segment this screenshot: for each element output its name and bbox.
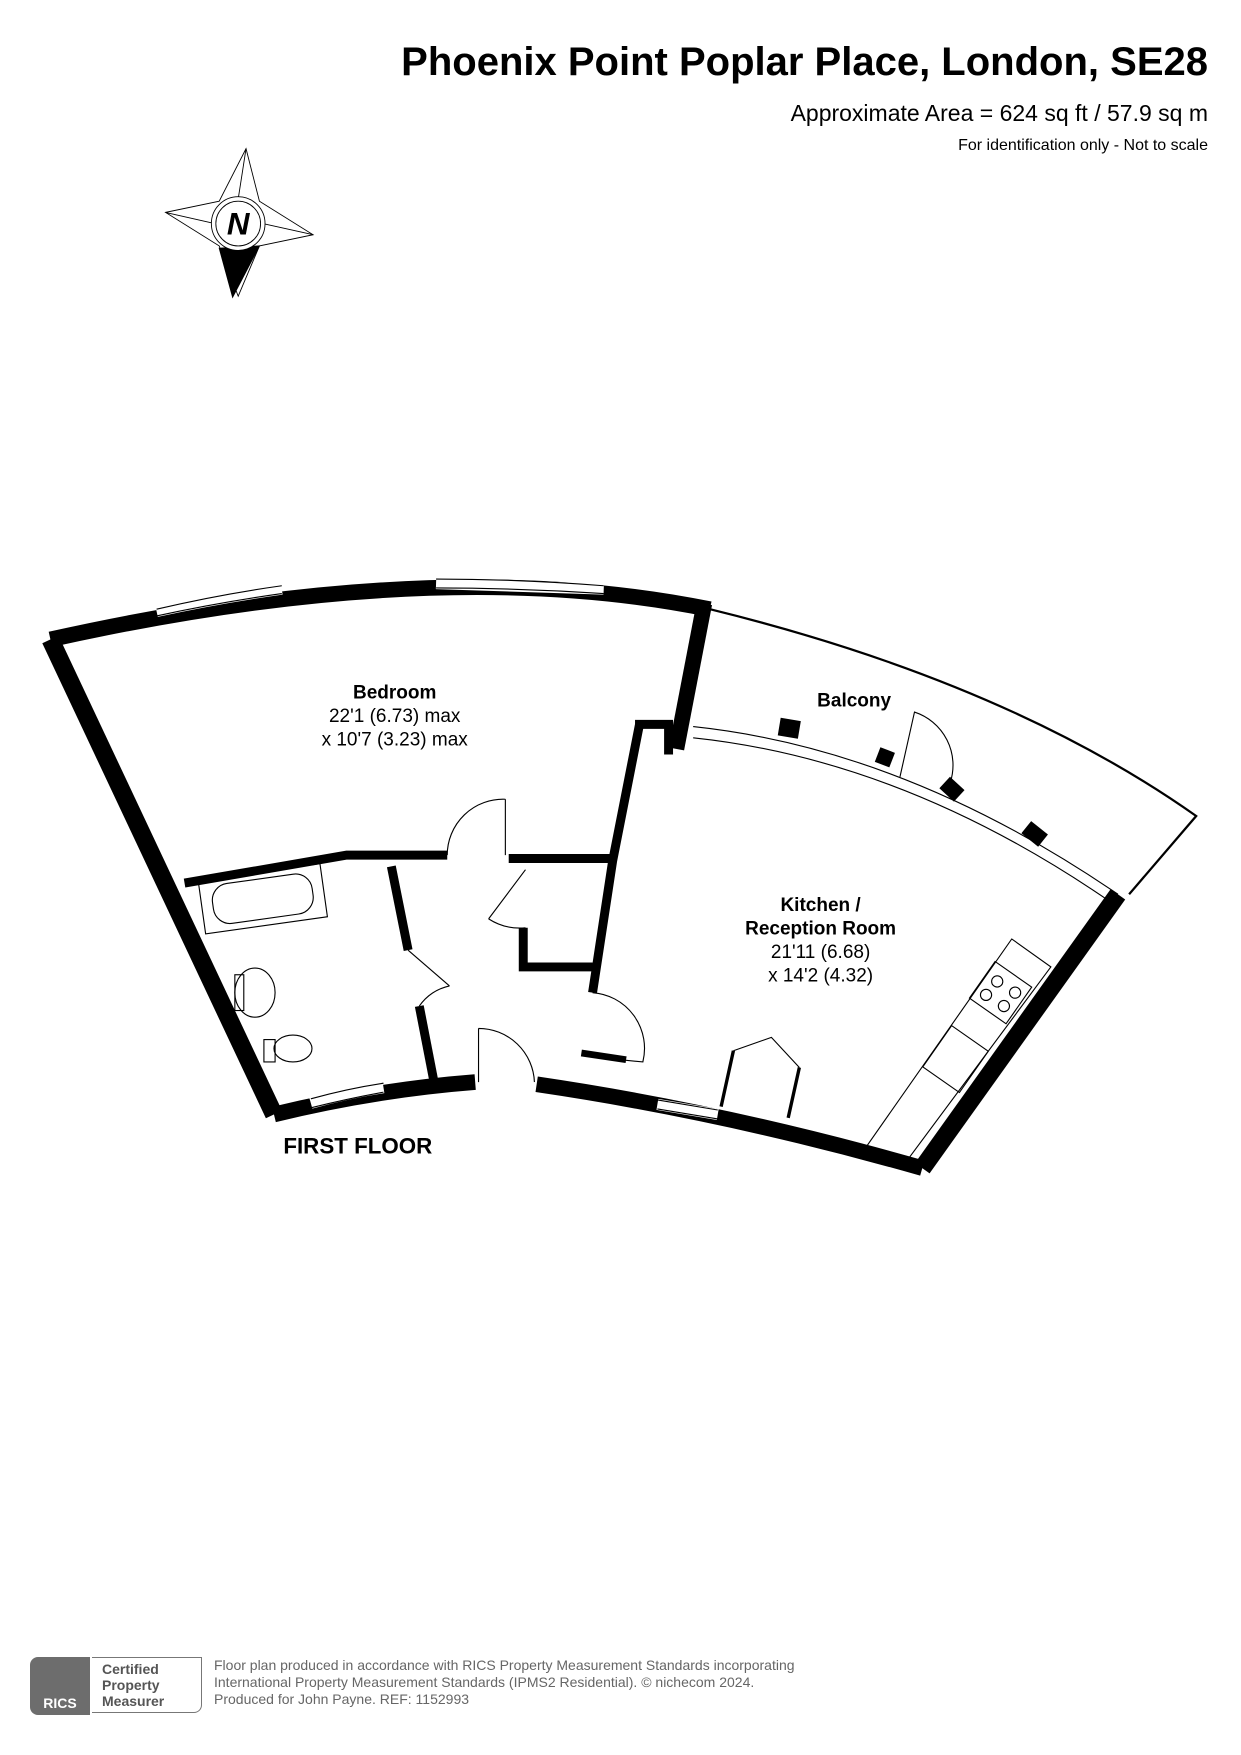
kitchen-dim1: 21'11 (6.68): [771, 942, 870, 963]
kitchen-dim2: x 14'2 (4.32): [768, 965, 873, 986]
footer: RICS Certified Property Measurer Floor p…: [30, 1657, 795, 1715]
bedroom-dim1: 22'1 (6.73) max: [329, 706, 461, 727]
area-text: Approximate Area = 624 sq ft / 57.9 sq m: [790, 100, 1208, 126]
fixtures: [197, 862, 1052, 1163]
room-labels: Bedroom 22'1 (6.73) max x 10'7 (3.23) ma…: [283, 683, 896, 1159]
balcony-name: Balcony: [817, 690, 891, 711]
badge-line: Certified: [102, 1661, 159, 1677]
page-title: Phoenix Point Poplar Place, London, SE28: [401, 40, 1208, 84]
footer-line: Floor plan produced in accordance with R…: [214, 1657, 795, 1673]
rics-text: RICS: [43, 1695, 77, 1711]
sink-icon: [922, 1024, 990, 1094]
toilet-icon: [273, 1034, 313, 1063]
washbasin-icon: [234, 967, 276, 1018]
bedroom-name: Bedroom: [353, 683, 436, 704]
rics-logo: RICS: [30, 1657, 90, 1715]
bathtub-icon: [197, 862, 329, 935]
kitchen-name-2: Reception Room: [745, 919, 896, 940]
doors: [407, 711, 954, 1083]
compass-letter: N: [227, 207, 251, 242]
footer-line: Produced for John Payne. REF: 1152993: [214, 1691, 470, 1707]
footer-text: Floor plan produced in accordance with R…: [214, 1657, 795, 1708]
kitchen-name-1: Kitchen /: [780, 895, 861, 916]
certified-badge: Certified Property Measurer: [92, 1657, 202, 1713]
walls: [42, 577, 1198, 1176]
footer-line: International Property Measurement Stand…: [214, 1674, 755, 1690]
badge-line: Measurer: [102, 1693, 165, 1709]
badge-line: Property: [102, 1677, 160, 1693]
bedroom-dim2: x 10'7 (3.23) max: [322, 730, 469, 751]
compass-icon: N: [164, 147, 315, 299]
scale-note: For identification only - Not to scale: [958, 137, 1208, 154]
floor-label: FIRST FLOOR: [283, 1134, 432, 1159]
hob-icon: [968, 960, 1033, 1025]
